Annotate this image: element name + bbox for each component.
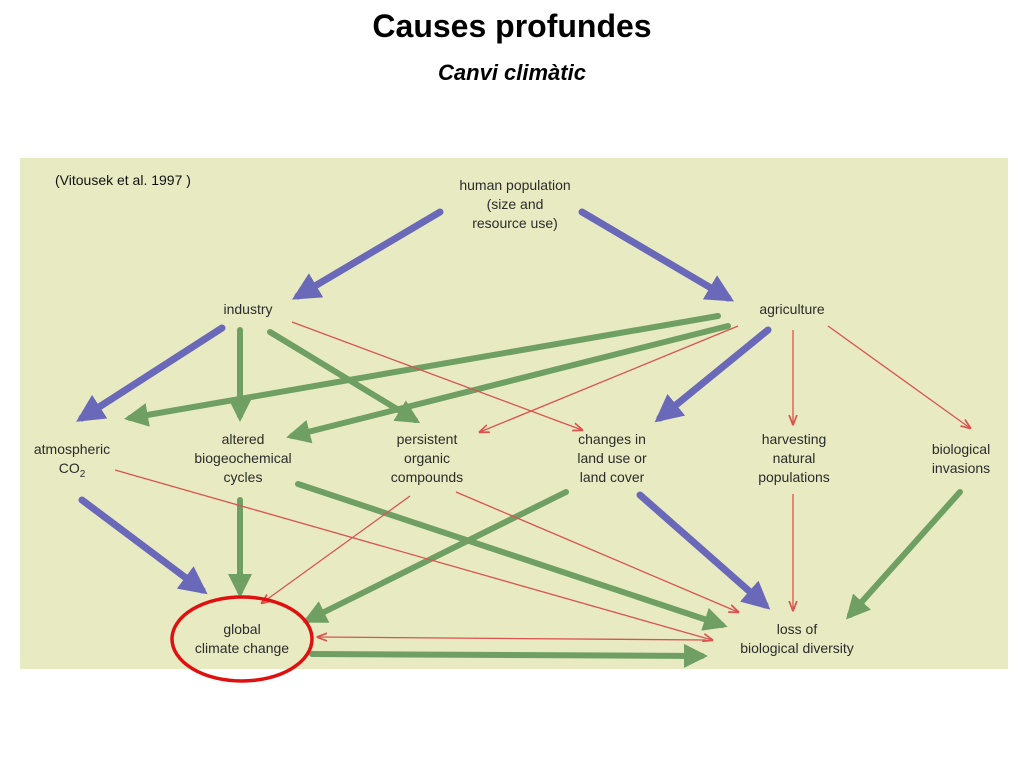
arrow-compounds-to-climate [262,495,411,603]
arrow-co2-to-climate [78,496,208,595]
node-label-line: biological [931,441,991,457]
citation: (Vitousek et al. 1997 ) [55,172,191,188]
node-label-line: (size and [486,196,544,212]
node-human-population: human population (size and resource use) [440,176,590,233]
arrow-agriculture-to-invasions [827,325,970,428]
node-label-line: biological diversity [740,640,854,656]
node-global-climate-change: global climate change [180,620,304,658]
node-label-line: natural [772,450,816,466]
node-label-line: agriculture [759,301,825,317]
arrow-cycles-to-biodiversity [295,481,728,631]
arrow-landuse-to-biodiversity [636,491,771,610]
node-industry: industry [200,300,296,319]
arrow-climate-to-biodiversity [309,643,708,668]
arrow-population-to-industry [291,208,444,300]
arrow-invasions-to-biodiversity [846,489,963,620]
node-biological-invasions: biological invasions [918,440,1004,478]
arrow-agriculture-to-compounds [480,325,739,432]
arrow-industry-to-compounds [267,329,421,424]
node-harvesting: harvesting natural populations [740,430,848,487]
node-label-line: changes in [578,431,646,447]
node-label-line: harvesting [761,431,827,447]
node-label-line: persistent [396,431,458,447]
arrow-agriculture-to-cycles [286,323,731,444]
page-subtitle: Canvi climàtic [438,60,586,85]
node-label-line: land use or [577,450,647,466]
node-label-line: atmospheric [33,441,111,457]
highlight-ring [170,595,314,683]
node-label-line: organic [404,450,450,466]
arrow-agriculture-to-landuse [654,326,772,423]
arrow-agriculture-to-co2 [124,313,721,427]
node-label-line: loss of [776,621,818,637]
node-label-line: resource use) [472,215,558,231]
arrow-biodiversity-to-climate [318,637,707,640]
node-persistent-compounds: persistent organic compounds [375,430,479,487]
arrow-co2-to-biodiversity [114,469,712,640]
node-loss-biodiversity: loss of biological diversity [722,620,872,658]
node-agriculture: agriculture [740,300,844,319]
arrow-compounds-to-biodiversity [455,491,738,612]
node-label-line: human population [459,177,571,193]
node-label-line: land cover [579,469,645,485]
node-label-line: biogeochemical [194,450,292,466]
node-label-line: compounds [390,469,464,485]
node-label-line: climate change [194,640,290,656]
node-label-line: cycles [223,469,263,485]
node-altered-cycles: altered biogeochemical cycles [178,430,308,487]
node-label-line: CO2 [20,459,124,484]
page-title: Causes profundes [372,8,652,44]
node-land-use: changes in land use or land cover [557,430,667,487]
co2-subscript: 2 [79,468,86,480]
arrow-industry-to-co2 [76,324,226,422]
node-label-line: altered [221,431,265,447]
arrow-industry-to-landuse [291,321,582,430]
node-label-line: invasions [931,460,991,476]
arrow-population-to-agriculture [578,208,735,302]
node-label-line: populations [758,469,830,485]
arrow-landuse-to-climate [302,489,569,623]
node-atmospheric-co2: atmospheric CO2 [20,440,124,484]
node-label-line: industry [223,301,273,317]
node-label-line: global [223,621,261,637]
co2-text: CO [58,460,80,476]
